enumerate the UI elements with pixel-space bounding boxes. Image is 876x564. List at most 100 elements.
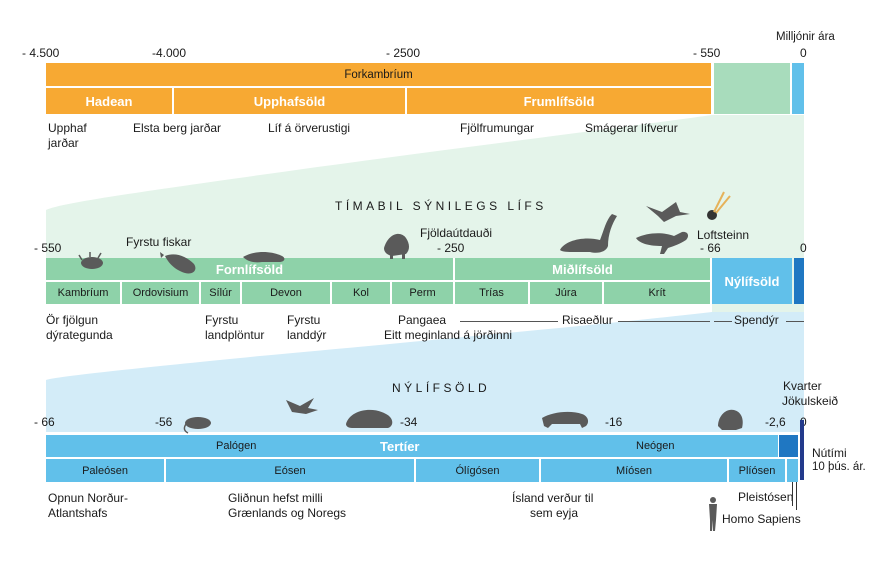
- label-nutimi: Nútími: [812, 446, 847, 460]
- epoch-miosen: Míósen: [541, 459, 727, 482]
- event-upphaf: Upphaf: [48, 121, 87, 135]
- epoch-pleistosen-block: [787, 459, 798, 482]
- tertier-bar: Palógen Tertíer Neógen: [46, 435, 778, 457]
- dimetrodon-icon: [384, 233, 409, 259]
- period-devon: Devon: [242, 282, 330, 304]
- event-risaedlur: Risaeðlur: [562, 313, 613, 327]
- spendyr-line-right: [786, 321, 804, 322]
- period-kol: Kol: [332, 282, 390, 304]
- tick-66: - 66: [700, 241, 721, 255]
- trex-icon: [636, 231, 689, 254]
- event-island: Ísland verður til: [512, 491, 594, 505]
- tick-550: - 550: [693, 46, 721, 60]
- era-nylifsold: Nýlífsöld: [712, 258, 792, 304]
- tick-16: -16: [605, 415, 623, 429]
- event-smagerar: Smágerar lífverur: [585, 121, 678, 135]
- risaedlur-line-left: [460, 321, 558, 322]
- asteroid-icon: [707, 191, 731, 220]
- kvarter-block: [779, 435, 798, 457]
- risaedlur-line-right: [618, 321, 710, 322]
- era-quaternary-block: [794, 258, 804, 304]
- epoch-oligosen: Ólígósen: [416, 459, 539, 482]
- period-perm: Perm: [392, 282, 453, 304]
- event-fyrstu-plontur: Fyrstu: [205, 313, 239, 327]
- tick-66-c: - 66: [34, 415, 55, 429]
- event-sem-eyja: sem eyja: [530, 506, 579, 520]
- tick-56: -56: [155, 415, 173, 429]
- label-kvarter: Kvarter: [783, 379, 822, 393]
- event-elsta-berg: Elsta berg jarðar: [133, 121, 222, 135]
- label-loftsteinn: Loftsteinn: [697, 228, 750, 242]
- label-homo-sapiens: Homo Sapiens: [722, 512, 801, 526]
- forkambrium-bar: Forkambríum: [46, 63, 711, 86]
- event-fjolfrumungar: Fjölfrumungar: [460, 121, 535, 135]
- band-title-synilegs: TÍMABIL SÝNILEGS LÍFS: [335, 199, 547, 213]
- trilobite-icon: [78, 252, 103, 269]
- event-dyrategunda: dýrategunda: [46, 328, 113, 342]
- event-or-fjolgun: Ör fjölgun: [46, 313, 99, 327]
- sauropod-icon: [560, 214, 617, 253]
- event-landplontur: landplöntur: [205, 328, 265, 342]
- unit-label: Milljónir ára: [776, 31, 835, 43]
- tick-34: -34: [400, 415, 418, 429]
- tick-250: - 250: [437, 241, 465, 255]
- pterosaur-icon: [646, 202, 690, 222]
- label-fjoldautdaudi: Fjöldaútdauði: [420, 226, 493, 240]
- period-silur: Sílúr: [201, 282, 240, 304]
- eon-frumlifsold: Frumlífsöld: [407, 88, 711, 114]
- era-midlifsold: Miðlífsöld: [455, 258, 710, 280]
- bird-icon: [286, 398, 318, 414]
- event-eitt-meginland: Eitt meginland á jörðinni: [384, 328, 513, 342]
- ape-icon: [718, 409, 743, 430]
- tick-4000: -4.000: [152, 46, 187, 60]
- label-10-thus-ar: 10 þús. ár.: [812, 461, 866, 473]
- tick-550-b: - 550: [34, 241, 62, 255]
- event-pangaea: Pangaea: [398, 313, 447, 327]
- period-ordovisium: Ordovisium: [122, 282, 199, 304]
- event-lif-orverustigi: Líf á örverustigi: [268, 121, 351, 135]
- event-glidnun: Gliðnun hefst milli: [228, 491, 323, 505]
- event-spendyr: Spendýr: [734, 313, 779, 327]
- period-krit: Krít: [604, 282, 710, 304]
- spendyr-line-left: [714, 321, 732, 322]
- epoch-eosen: Eósen: [166, 459, 414, 482]
- homo-pointer: [796, 482, 797, 510]
- eon-upphafsold: Upphafsöld: [174, 88, 405, 114]
- event-landdyr: landdýr: [287, 328, 327, 342]
- band-title-nylifsold: NÝLÍFSÖLD: [392, 381, 491, 395]
- phanerozoic-block: [714, 63, 790, 114]
- label-tertier: Tertíer: [380, 438, 420, 454]
- label-jokulskeid: Jökulskeið: [782, 394, 839, 408]
- label-palogen: Palógen: [216, 440, 257, 452]
- tick-2500: - 2500: [386, 46, 421, 60]
- glyptodon-icon: [346, 409, 393, 428]
- period-jura: Júra: [530, 282, 602, 304]
- cenozoic-block: [792, 63, 804, 114]
- human-icon: [709, 497, 717, 531]
- event-jardar: jarðar: [48, 136, 79, 150]
- period-kambrium: Kambríum: [46, 282, 120, 304]
- label-pleistosen: Pleistósen: [738, 490, 794, 504]
- label-neogen: Neógen: [636, 440, 675, 452]
- tick-2-6: -2,6: [765, 415, 786, 429]
- epoch-pliosen: Plíósen: [729, 459, 785, 482]
- pleistosen-pointer: [792, 482, 793, 506]
- green-zoom-band: [46, 115, 804, 312]
- tick-0-b: 0: [800, 241, 807, 255]
- fish-icon: [160, 252, 196, 274]
- period-trias: Trías: [455, 282, 528, 304]
- rodent-icon: [183, 417, 211, 434]
- event-fyrstu-landdyr: Fyrstu: [287, 313, 321, 327]
- big-cat-icon: [542, 411, 589, 428]
- tick-0: 0: [800, 46, 807, 60]
- event-opnun: Opnun Norður-: [48, 491, 129, 505]
- eon-hadean: Hadean: [46, 88, 172, 114]
- tick-4500: - 4.500: [22, 46, 60, 60]
- era-fornlifsold: Fornlífsöld: [46, 258, 453, 280]
- label-fyrstu-fiskar: Fyrstu fiskar: [126, 235, 192, 249]
- event-graenlands: Grænlands og Noregs: [228, 506, 347, 520]
- event-atlantshafs: Atlantshafs: [48, 506, 108, 520]
- nutimi-marker: [800, 420, 804, 480]
